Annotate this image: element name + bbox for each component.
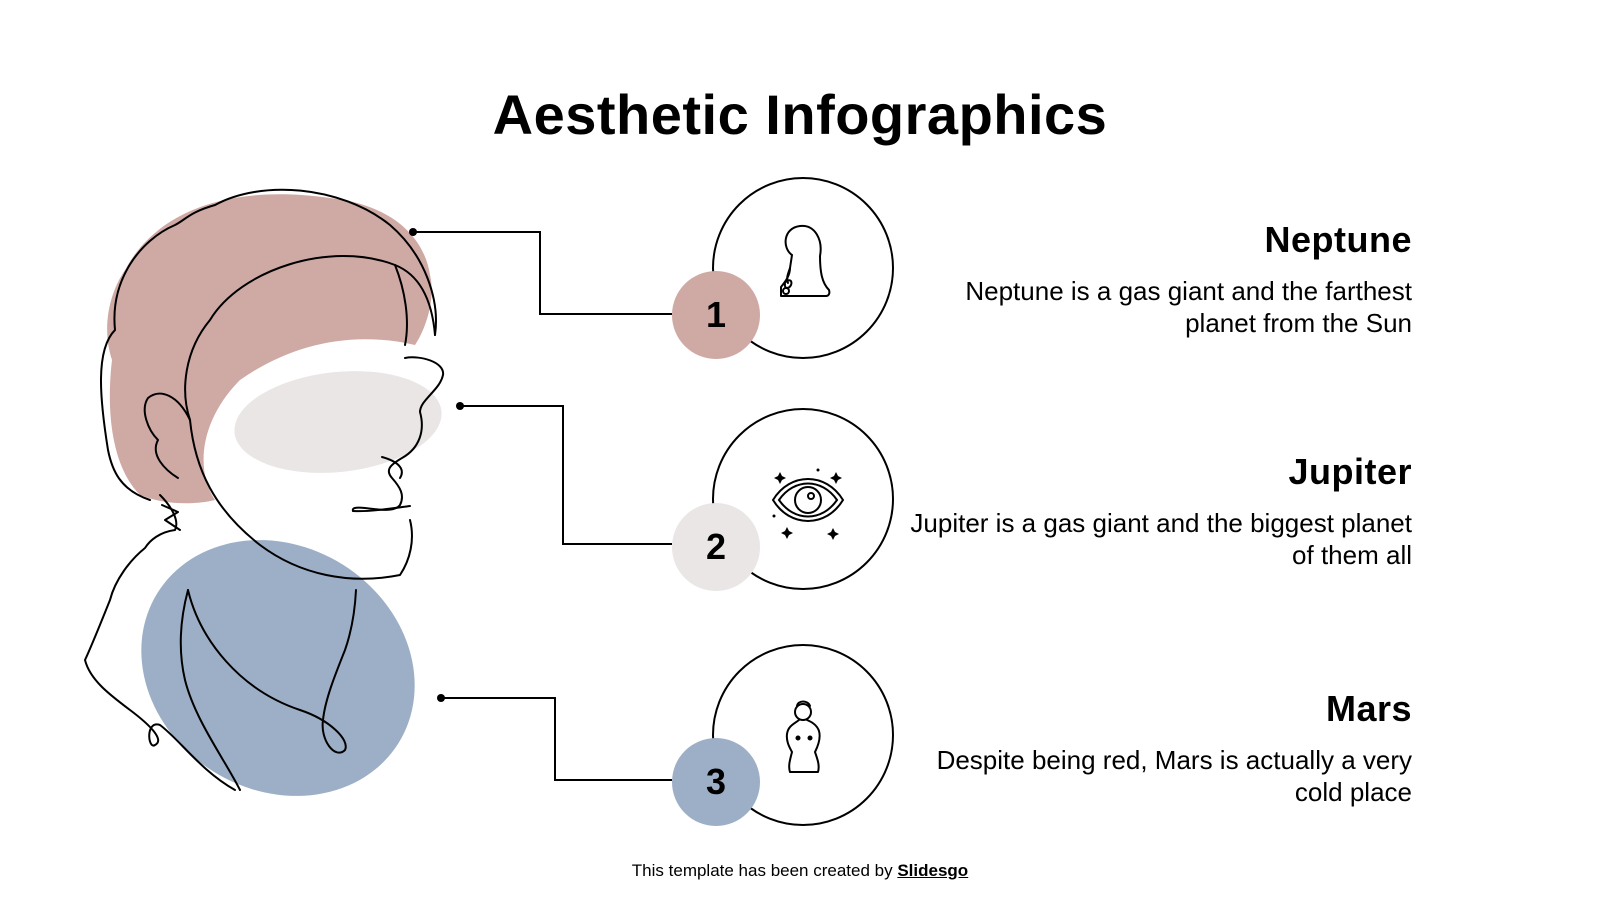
hair-blob — [107, 194, 432, 504]
connector-1 — [413, 231, 672, 315]
slidesgo-link[interactable]: Slidesgo — [897, 861, 969, 880]
eye-blob — [234, 371, 442, 473]
footer-text: This template has been created by — [631, 861, 898, 880]
item-description: Neptune is a gas giant and the farthest … — [965, 276, 1412, 338]
face-line-art — [84, 188, 445, 791]
connector-dot-2 — [456, 402, 464, 410]
body-blob — [141, 540, 415, 796]
sparkle-icons — [772, 468, 842, 540]
item-heading: Jupiter — [1288, 451, 1412, 492]
connector-2 — [460, 405, 672, 545]
eye-icon — [771, 478, 845, 522]
item-description: Jupiter is a gas giant and the biggest p… — [910, 508, 1412, 570]
item-mars: Mars Despite being red, Mars is actually… — [892, 688, 1412, 808]
venus-statue-icon — [785, 700, 821, 773]
item-heading: Neptune — [1264, 219, 1412, 260]
step-number-1: 1 — [672, 271, 760, 359]
connector-3 — [441, 697, 672, 781]
step-number-2: 2 — [672, 503, 760, 591]
step-number-3-label: 3 — [705, 761, 727, 802]
connector-dot-1 — [409, 228, 417, 236]
item-heading: Mars — [1325, 688, 1412, 729]
connector-dot-3 — [437, 694, 445, 702]
item-jupiter: Jupiter Jupiter is a gas giant and the b… — [892, 451, 1412, 571]
step-number-2-label: 2 — [705, 526, 727, 567]
footer-credit: This template has been created by Slides… — [0, 861, 1600, 881]
item-description: Despite being red, Mars is actually a ve… — [936, 745, 1412, 807]
step-number-3: 3 — [672, 738, 760, 826]
step-number-1-label: 1 — [705, 294, 727, 335]
woman-profile-icon — [780, 224, 831, 297]
slide-title: Aesthetic Infographics — [492, 83, 1108, 146]
item-neptune: Neptune Neptune is a gas giant and the f… — [892, 219, 1412, 339]
connector-lines — [413, 231, 672, 781]
